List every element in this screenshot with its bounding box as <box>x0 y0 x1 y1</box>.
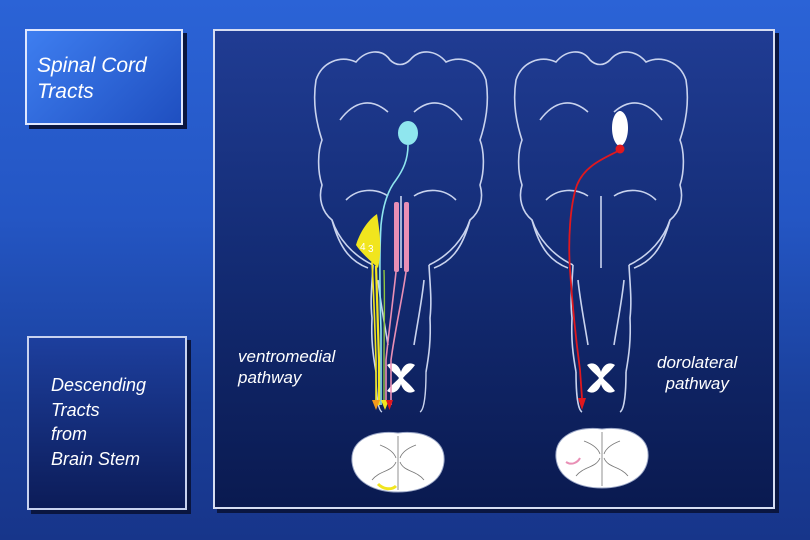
label-number-4: 4 <box>360 242 366 253</box>
page-title: Spinal Cord Tracts <box>37 54 147 103</box>
diagram-panel <box>213 29 775 509</box>
label-number-3: 3 <box>368 244 374 255</box>
ventromedial-pathway-label: ventromedial pathway <box>238 347 336 387</box>
right-spinal-cross-section <box>555 427 649 489</box>
descending-arrowheads <box>372 400 393 410</box>
right-grey-matter-icon <box>587 363 615 393</box>
side-note-box: Descending Tracts from Brain Stem <box>27 336 187 510</box>
rubrospinal-tract-red <box>568 111 628 410</box>
left-brainstem-outline <box>313 51 489 373</box>
reticulospinal-tracts-pink <box>385 202 409 405</box>
vestibulospinal-tract-yellow <box>356 214 381 405</box>
dorolateral-pathway-label: dorolateral pathway <box>657 353 738 393</box>
left-spinal-cross-section <box>351 431 445 493</box>
left-grey-matter-icon <box>387 363 415 393</box>
right-brainstem-outline <box>513 51 689 413</box>
title-box: Spinal Cord Tracts <box>25 29 183 125</box>
tectospinal-tract-cyan <box>379 121 418 405</box>
side-note-text: Descending Tracts from Brain Stem <box>51 375 147 469</box>
